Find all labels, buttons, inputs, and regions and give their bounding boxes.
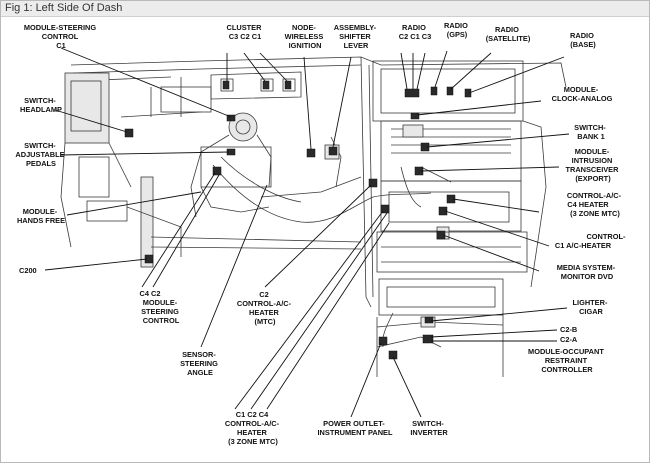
connector-clock [410,112,420,120]
label-sensor-steering-angle: SENSOR- STEERING ANGLE [180,350,220,377]
label-power-outlet: POWER OUTLET- INSTRUMENT PANEL [318,419,393,437]
label-module-steering-control: MODULE-STEERING CONTROL C1 [24,23,98,50]
label-radio-base: RADIO (BASE) [570,31,596,49]
label-assembly-shifter-lever: ASSEMBLY- SHIFTER LEVER [334,23,379,50]
figure-title-bar: Fig 1: Left Side Of Dash [1,1,649,17]
connector-wireless-ignition [306,148,316,158]
connector-cluster-c1 [284,80,292,90]
connector-radio-sat [446,86,454,96]
connector-radio-gps [430,86,438,96]
callout-labels: MODULE-STEERING CONTROL C1 SWITCH- HEADL… [15,21,628,446]
label-node-wireless-ignition: NODE- WIRELESS IGNITION [285,23,326,50]
connector-headlamp [124,128,134,138]
connector-power-outlet [378,336,388,346]
label-switch-headlamp: SWITCH- HEADLAMP [20,96,62,114]
label-c2b-c2a: C2-B C2-A [560,325,579,344]
dashboard-structure [60,56,567,377]
label-radio-satellite: RADIO (SATELLITE) [486,25,531,43]
connector-hvac-3zone [380,204,390,214]
label-module-intrusion-transceiver: MODULE- INTRUSION TRANSCEIVER (EXPORT) [565,147,620,183]
connector-lighter [424,316,434,324]
connector-hvac-mtc [368,178,378,188]
connector-cluster-c2 [262,80,270,90]
label-control-ac-heater-3zone: C1 C2 C4 CONTROL-A/C- HEATER (3 ZONE MTC… [225,410,281,446]
label-control-ac-heater-c4: CONTROL-A/C- C4 HEATER (3 ZONE MTC) [567,191,623,218]
label-module-hands-free: MODULE- HANDS FREE [17,207,65,225]
connector-dvd [436,230,446,240]
label-cluster: CLUSTER C3 C2 C1 [227,23,264,41]
label-switch-inverter: SWITCH- INVERTER [410,419,448,437]
figure-title: Fig 1: Left Side Of Dash [5,2,123,14]
leader-lines [44,47,570,418]
label-switch-bank-1: SWITCH- BANK 1 [574,123,608,141]
connector-inverter [388,350,398,360]
label-lighter-cigar: LIGHTER- CIGAR [573,298,610,316]
label-control-ac-heater-mtc: C2 CONTROL-A/C- HEATER (MTC) [237,290,293,326]
label-module-clock-analog: MODULE- CLOCK-ANALOG [552,85,613,103]
connector-steering-c1 [226,114,236,122]
label-radio-gps: RADIO (GPS) [444,21,470,39]
label-module-occupant-restraint: MODULE-OCCUPANT RESTRAINT CONTROLLER [528,347,606,374]
connector-radio [404,88,420,98]
connector-steering-c4c2 [212,166,222,176]
connector-cluster-c3 [222,80,230,90]
label-switch-adjustable-pedals: SWITCH- ADJUSTABLE PEDALS [15,141,66,168]
label-module-steering-control-c4c2: C4 C2 MODULE- STEERING CONTROL [139,289,180,325]
connector-orc [422,334,434,344]
wiring-diagram: MODULE-STEERING CONTROL C1 SWITCH- HEADL… [15,21,628,446]
label-radio: RADIO C2 C1 C3 [399,23,431,41]
connector-shifter [328,146,338,156]
label-media-system-monitor: MEDIA SYSTEM- MONITOR DVD [557,263,618,281]
connector-radio-base [464,88,472,98]
label-control-ac-heater-c1: CONTROL- C1 A/C-HEATER [555,232,628,250]
connectors [124,80,472,360]
label-c200: C200 [19,266,37,275]
connector-hvac-c1 [438,206,448,216]
